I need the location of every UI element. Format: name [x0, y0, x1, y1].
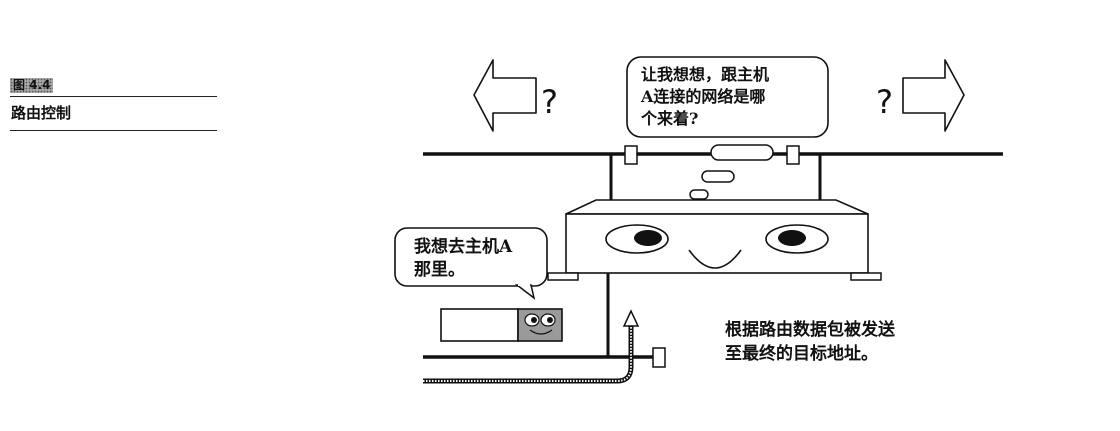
figure-label: 图 4.4 — [10, 78, 54, 93]
host-pupil-right — [547, 317, 553, 323]
host-packet — [440, 308, 519, 342]
host-bubble-text: 我想去主机A 那里。 — [414, 236, 512, 282]
thought-puff-2 — [701, 170, 735, 183]
figure-caption: 图 4.4 路由控制 — [10, 74, 217, 131]
router-thought-line: 让我想想，跟主机 — [641, 65, 770, 84]
figure-title: 路由控制 — [11, 104, 72, 122]
host-smile — [529, 329, 553, 335]
packet-arrowhead — [622, 309, 640, 327]
routing-note: 根据路由数据包被发送 至最终的目标地址。 — [725, 318, 895, 366]
port-right — [786, 145, 800, 165]
host-bubble-line: 那里。 — [414, 260, 465, 280]
host-bubble-line: 我想去主机A — [414, 237, 513, 257]
left-arrow — [473, 59, 537, 132]
caption-divider-top — [10, 96, 217, 97]
routing-note-line: 至最终的目标地址。 — [725, 344, 878, 364]
router-foot-right — [850, 272, 882, 281]
port-left — [624, 145, 638, 165]
router-thought-line: A连接的网络是哪 — [641, 87, 766, 106]
router-foot-left — [547, 272, 579, 281]
host-bubble-tail — [514, 284, 536, 300]
router-smile — [688, 249, 742, 269]
routing-note-line: 根据路由数据包被发送 — [725, 320, 895, 340]
router-top — [565, 199, 869, 215]
thought-puff-3 — [689, 189, 709, 200]
thought-puff-1 — [710, 144, 774, 161]
router-thought-bubble — [626, 56, 829, 138]
router-thought-text: 让我想想，跟主机 A连接的网络是哪 个来着? — [641, 64, 769, 130]
port-lower — [652, 347, 666, 368]
router-pupil-left — [634, 230, 662, 246]
host-face-panel — [517, 308, 563, 342]
right-question-mark: ? — [876, 83, 893, 121]
packet-path-fill — [423, 325, 632, 382]
router-pupil-right — [778, 230, 806, 246]
router-thought-line: 个来着? — [641, 109, 699, 128]
caption-divider-bottom — [10, 130, 217, 131]
host-pupil-left — [531, 317, 537, 323]
right-arrow — [902, 59, 965, 132]
left-question-mark: ? — [541, 83, 558, 121]
host-speech-bubble — [394, 227, 548, 287]
